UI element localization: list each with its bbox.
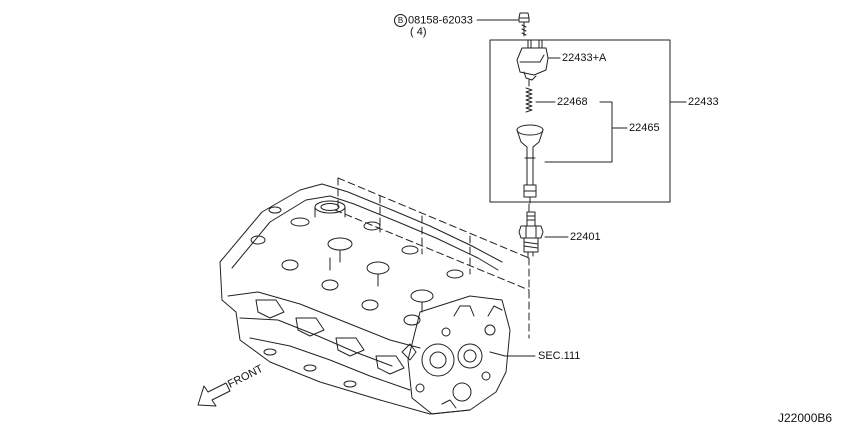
spark-plug-icon [518, 211, 544, 259]
ignition-coil-icon [516, 39, 549, 87]
cylinder-head-icon [219, 183, 511, 415]
spring-part-number: 22468 [557, 96, 588, 108]
boot-part-number: 22465 [629, 122, 660, 134]
front-label: FRONT [226, 363, 265, 391]
phantom-lines [334, 177, 530, 339]
spark-plug-part-number: 22401 [570, 231, 601, 243]
bolt-quantity: ( 4) [410, 26, 427, 38]
boot-bracket-line [544, 101, 613, 163]
bolt-part-number: 08158-62033 [408, 14, 473, 27]
bolt-icon [518, 12, 530, 37]
coil-boot-icon [516, 124, 544, 204]
sec-leader-line [489, 351, 536, 357]
assembly-part-number: 22433 [688, 96, 719, 108]
coil-part-number: 22433+A [562, 52, 607, 64]
spring-icon [525, 87, 533, 113]
drawing-code: J22000B6 [778, 411, 833, 425]
coil-assembly-box [489, 39, 671, 203]
section-reference: SEC.111 [538, 350, 581, 362]
front-arrow-icon [197, 382, 231, 407]
b-marker-icon: B [394, 14, 407, 27]
